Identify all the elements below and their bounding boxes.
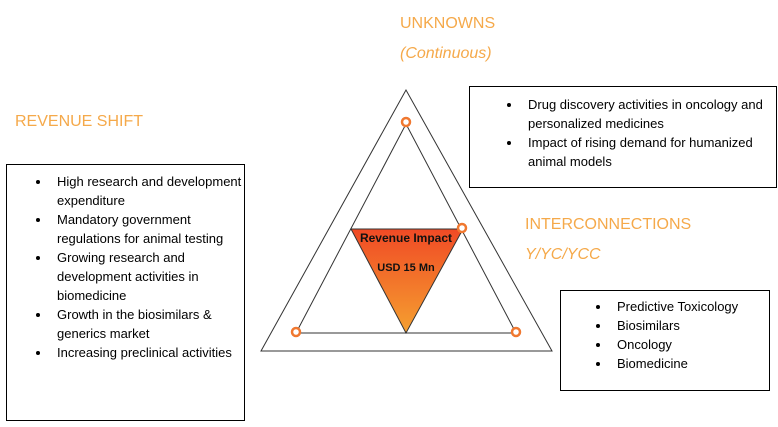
node-right [456, 222, 468, 234]
revenue-impact-triangle [350, 228, 464, 335]
revenue-shift-box: High research and development expenditur… [6, 164, 245, 421]
node-left [290, 326, 302, 338]
unknowns-subtitle: (Continuous) [400, 45, 492, 62]
unknowns-title: UNKNOWNS [400, 15, 496, 32]
unknowns-box: Drug discovery activities in oncology an… [469, 86, 777, 188]
list-item: High research and development expenditur… [51, 172, 244, 210]
interconnections-subtitle: Y/YC/YCC [525, 246, 601, 263]
node-bottom-right [510, 326, 522, 338]
outer-triangle [260, 88, 553, 352]
list-item: Drug discovery activities in oncology an… [522, 95, 776, 133]
revenue-impact-label: Revenue Impact [359, 231, 453, 245]
list-item: Oncology [611, 335, 769, 354]
interconnections-title: INTERCONNECTIONS [525, 216, 692, 233]
list-item: Biosimilars [611, 316, 769, 335]
list-item: Impact of rising demand for humanized an… [522, 133, 776, 171]
list-item: Growth in the biosimilars & generics mar… [51, 305, 244, 343]
node-top [400, 116, 412, 128]
list-item: Predictive Toxicology [611, 297, 769, 316]
interconnections-box: Predictive Toxicology Biosimilars Oncolo… [560, 290, 770, 391]
list-item: Growing research and development activit… [51, 248, 244, 305]
revenue-shift-title: REVENUE SHIFT [15, 113, 144, 130]
list-item: Mandatory government regulations for ani… [51, 210, 244, 248]
revenue-impact-value: USD 15 Mn [377, 262, 435, 274]
list-item: Biomedicine [611, 354, 769, 373]
list-item: Increasing preclinical activities [51, 343, 244, 362]
